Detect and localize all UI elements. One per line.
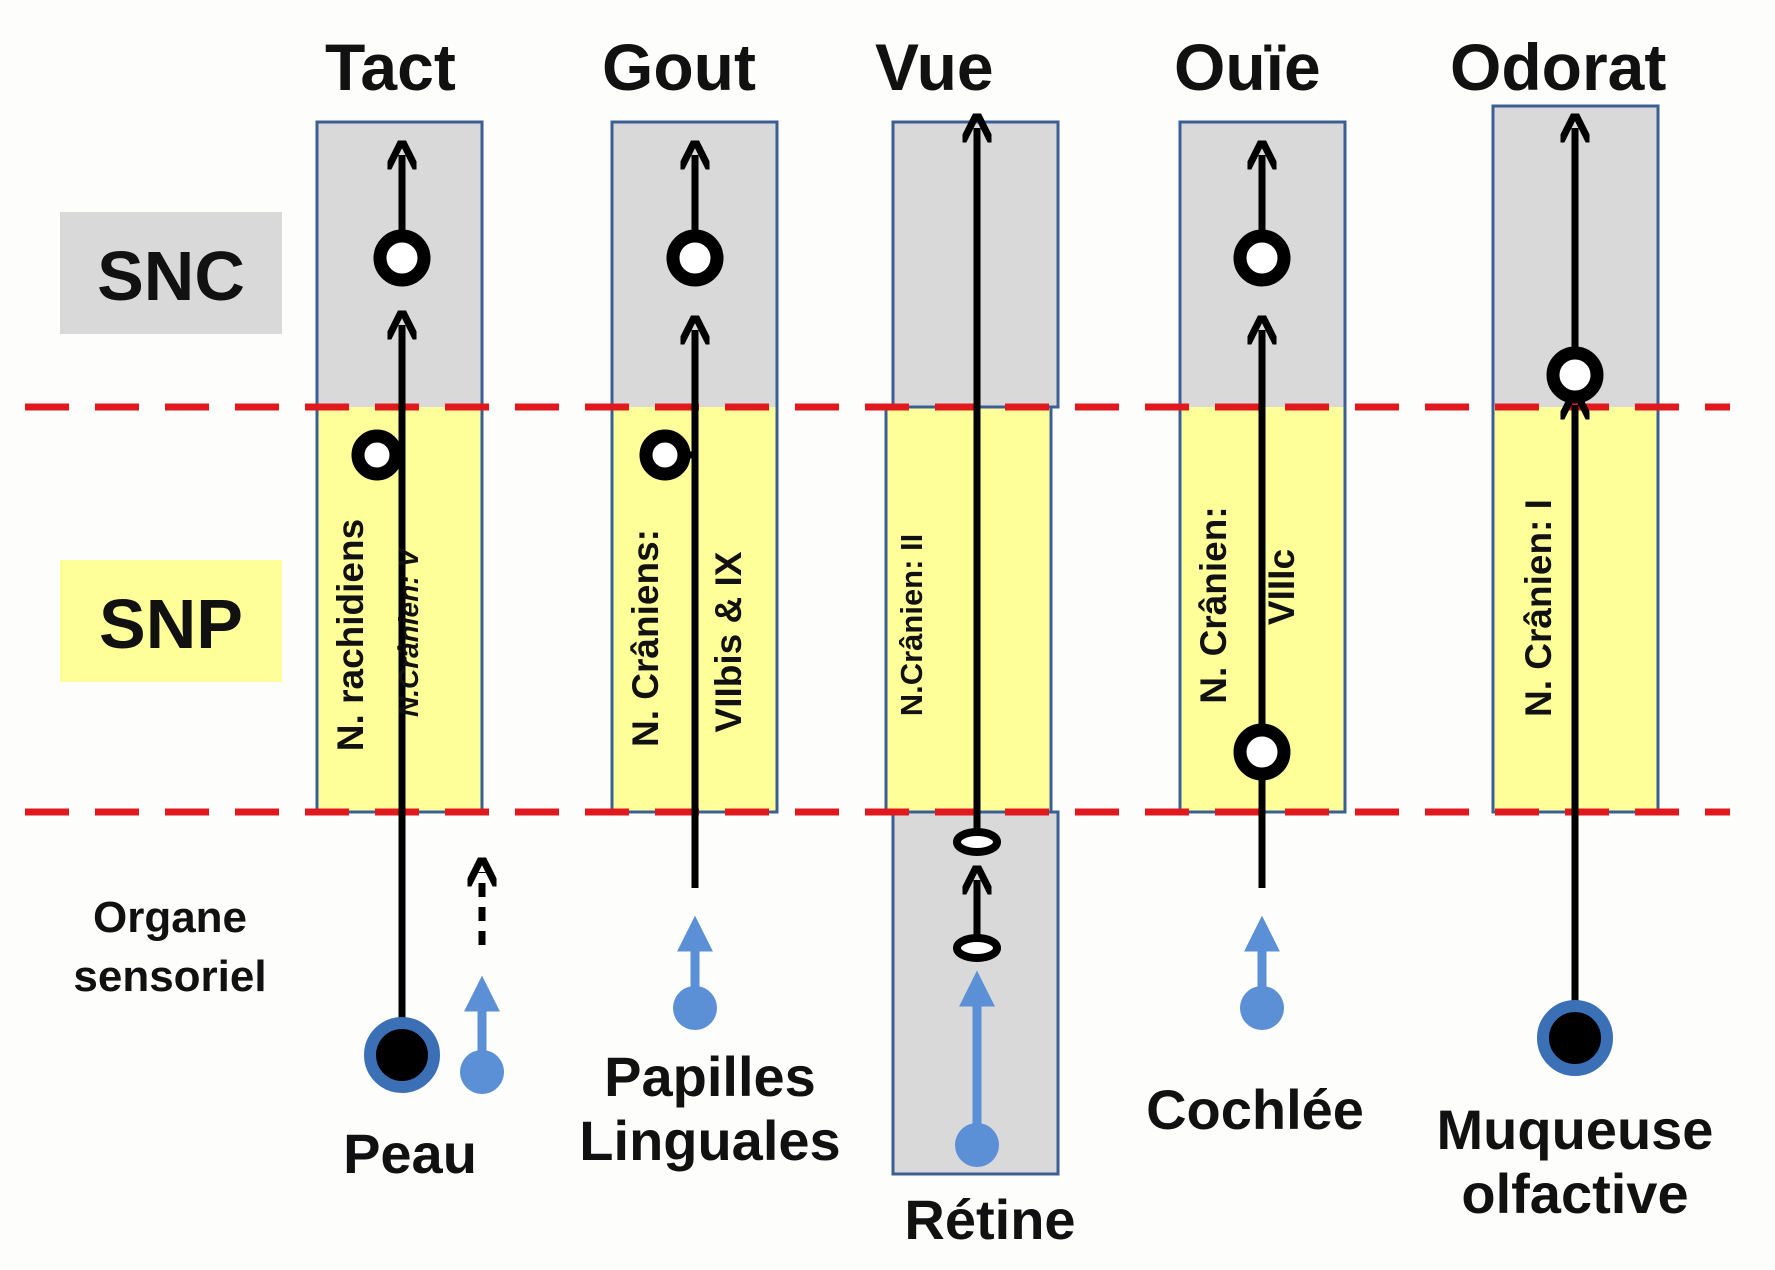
- organ-label-gout: Papilles Linguales: [550, 1045, 870, 1174]
- vue-ganglion-cell: [953, 828, 1001, 856]
- organ-level-line1: Organe: [92, 893, 248, 942]
- nerve-label-odorat-main: N. Crânien: I: [1518, 499, 1559, 717]
- nerve-label-tact-main: N. rachidiens: [330, 518, 371, 752]
- nerve-label-ouie-main: N. Crânien:: [1193, 506, 1234, 704]
- ouie-blue-receptor-cell: [1240, 986, 1284, 1030]
- sense-title-vue: Vue: [875, 30, 994, 104]
- tact-ganglion-cell: [351, 429, 403, 481]
- gout-relay-cell: [666, 229, 724, 287]
- sense-title-ouie: Ouïe: [1174, 30, 1321, 104]
- organ-label-tact: Peau: [300, 1122, 520, 1186]
- odorat-relay-cell: [1546, 346, 1604, 404]
- tact-neurons: [351, 155, 504, 1094]
- nerve-label-vue-main: N.Crânien: II: [894, 533, 929, 717]
- nerve-label-gout-main: N. Crâniens:: [625, 529, 666, 747]
- organ-gout-line2: Linguales: [579, 1109, 841, 1173]
- snc-tag-background: [60, 212, 282, 334]
- organ-label-vue: Rétine: [870, 1188, 1110, 1252]
- organ-gout-line1: Papilles: [604, 1045, 816, 1108]
- sense-title-gout: Gout: [602, 30, 756, 104]
- snc-tag: SNC: [60, 236, 282, 316]
- gout-blue-receptor-cell: [673, 986, 717, 1030]
- organ-level-label: Organe sensoriel: [30, 888, 310, 1007]
- nerve-label-gout-alt: VIIbis & IX: [708, 551, 749, 733]
- organ-label-odorat: Muqueuse olfactive: [1410, 1098, 1740, 1227]
- snp-tag-background: [60, 560, 282, 682]
- organ-odorat-line1: Muqueuse: [1436, 1098, 1714, 1161]
- snp-label: SNP: [99, 585, 243, 663]
- snc-label: SNC: [97, 237, 245, 315]
- ouie-neurons: [1233, 155, 1291, 1030]
- tact-receptor-cell: [364, 1017, 440, 1093]
- sense-title-tact: Tact: [325, 30, 456, 104]
- vue-neurons: [953, 128, 1001, 1167]
- organ-ouie-line1: Cochlée: [1146, 1078, 1364, 1141]
- vue-bipolar-cell: [953, 934, 1001, 962]
- snp-tag: SNP: [60, 584, 282, 664]
- ouie-ganglion-cell: [1233, 723, 1291, 781]
- tact-blue-receptor-cell: [460, 1050, 504, 1094]
- organ-tact-line1: Peau: [343, 1122, 477, 1185]
- organ-level-line2: sensoriel: [73, 952, 267, 1002]
- gout-neurons: [639, 155, 724, 1030]
- gout-ganglion-cell: [639, 429, 691, 481]
- ouie-relay-cell: [1233, 229, 1291, 287]
- tact-relay-cell: [373, 229, 431, 287]
- organ-vue-line1: Rétine: [904, 1188, 1076, 1251]
- nerve-label-tact-alt: N.Crânien: V: [393, 548, 424, 718]
- organ-label-ouie: Cochlée: [1120, 1078, 1390, 1142]
- sense-title-odorat: Odorat: [1450, 30, 1667, 104]
- odorat-receptor-cell: [1537, 1000, 1613, 1076]
- vue-blue-receptor-cell: [955, 1123, 999, 1167]
- snp-region-vue: [886, 407, 1051, 812]
- odorat-neurons: [1537, 128, 1613, 1076]
- nerve-label-ouie-alt: VIIIc: [1261, 548, 1302, 626]
- organ-odorat-line2: olfactive: [1461, 1162, 1689, 1226]
